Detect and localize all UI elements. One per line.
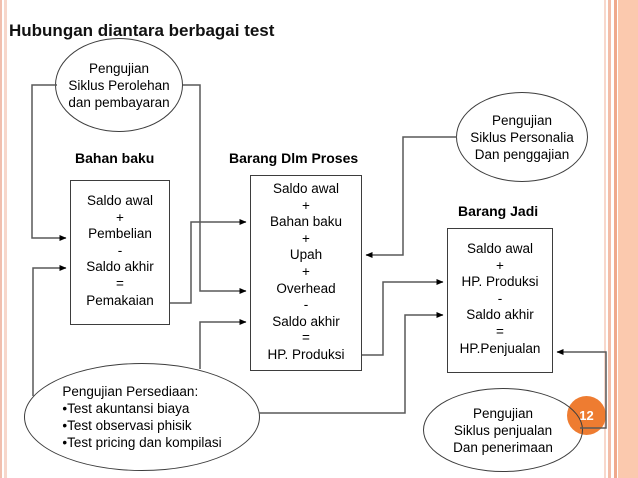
right-border-stripe	[608, 0, 611, 478]
ellipse-sales-collection-cycle: Pengujian Siklus penjualan Dan penerimaa…	[423, 388, 583, 472]
ellipse-personnel-payroll-text: Pengujian Siklus Personalia Dan penggaji…	[470, 112, 574, 162]
box-barang-jadi: Saldo awal + HP. Produksi - Saldo akhir …	[447, 228, 553, 373]
arrow-inventory-to-wip	[199, 319, 247, 369]
box-barang-dlm-proses: Saldo awal + Bahan baku + Upah + Overhea…	[250, 175, 362, 371]
left-border-stripe	[4, 0, 7, 478]
ellipse-acquisition-payment-cycle: Pengujian Siklus Perolehan dan pembayara…	[55, 38, 183, 132]
right-border-stripe	[614, 0, 617, 478]
arrow-hpproduksi-to-barangjadi	[362, 279, 444, 356]
arrow-pemakaian-to-wip	[170, 219, 247, 304]
ellipse-personnel-payroll-cycle: Pengujian Siklus Personalia Dan penggaji…	[456, 92, 588, 182]
label-barang-jadi: Barang Jadi	[458, 203, 539, 219]
box-bahan-baku: Saldo awal + Pembelian - Saldo akhir = P…	[70, 180, 170, 325]
arrow-acquisition-to-bahanbaku	[31, 84, 67, 241]
ellipse-acquisition-payment-text: Pengujian Siklus Perolehan dan pembayara…	[68, 60, 170, 110]
ellipse-inventory-tests-text: Pengujian Persediaan: •Test akuntansi bi…	[62, 384, 222, 450]
arrow-payroll-to-upah	[365, 136, 457, 258]
page-title: Hubungan diantara berbagai test	[9, 21, 275, 40]
arrow-acquisition-to-overhead	[183, 84, 247, 294]
right-border-stripe	[618, 0, 638, 478]
ellipse-inventory-tests: Pengujian Persediaan: •Test akuntansi bi…	[24, 363, 260, 471]
label-bahan-baku: Bahan baku	[75, 150, 155, 166]
left-border-stripe	[0, 0, 2, 478]
ellipse-sales-collection-text: Pengujian Siklus penjualan Dan penerimaa…	[453, 405, 553, 455]
right-border-stripe	[604, 0, 606, 478]
label-barang-dlm-proses: Barang Dlm Proses	[229, 150, 359, 166]
